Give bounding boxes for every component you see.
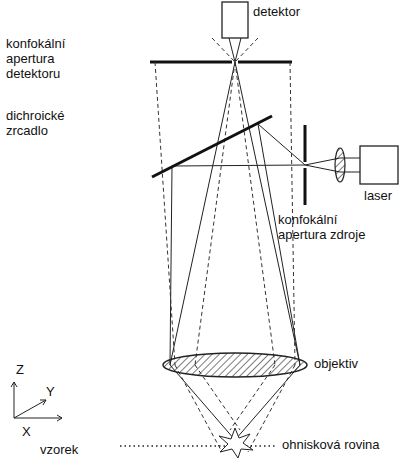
detector-aperture — [238, 61, 292, 64]
dichroic-mirror — [152, 116, 272, 177]
label-text: konfokální apertura zdroje — [278, 212, 388, 242]
objective-lens — [163, 353, 307, 377]
axis-label: X — [22, 424, 36, 439]
axis-label: Y — [46, 384, 60, 399]
label-text: ohnisková rovina — [282, 437, 394, 452]
label-text: vzorek — [40, 442, 100, 457]
focal-plane — [120, 445, 275, 447]
label-text: detektor — [253, 4, 333, 19]
label-text: objektiv — [314, 356, 384, 371]
label-text: dichroické zrcadlo — [6, 108, 86, 138]
out-of-focus-rays — [155, 38, 295, 452]
sample — [219, 428, 253, 458]
axis-label: Z — [16, 362, 30, 377]
source-aperture — [304, 168, 307, 205]
source-aperture — [304, 125, 307, 162]
label-text: konfokální apertura detektoru — [6, 36, 84, 81]
detector-box — [222, 2, 248, 38]
detector-aperture — [150, 61, 232, 64]
laser-lens — [335, 148, 345, 182]
laser-box — [360, 146, 398, 184]
axes — [11, 382, 62, 421]
label-text: laser — [364, 188, 400, 203]
